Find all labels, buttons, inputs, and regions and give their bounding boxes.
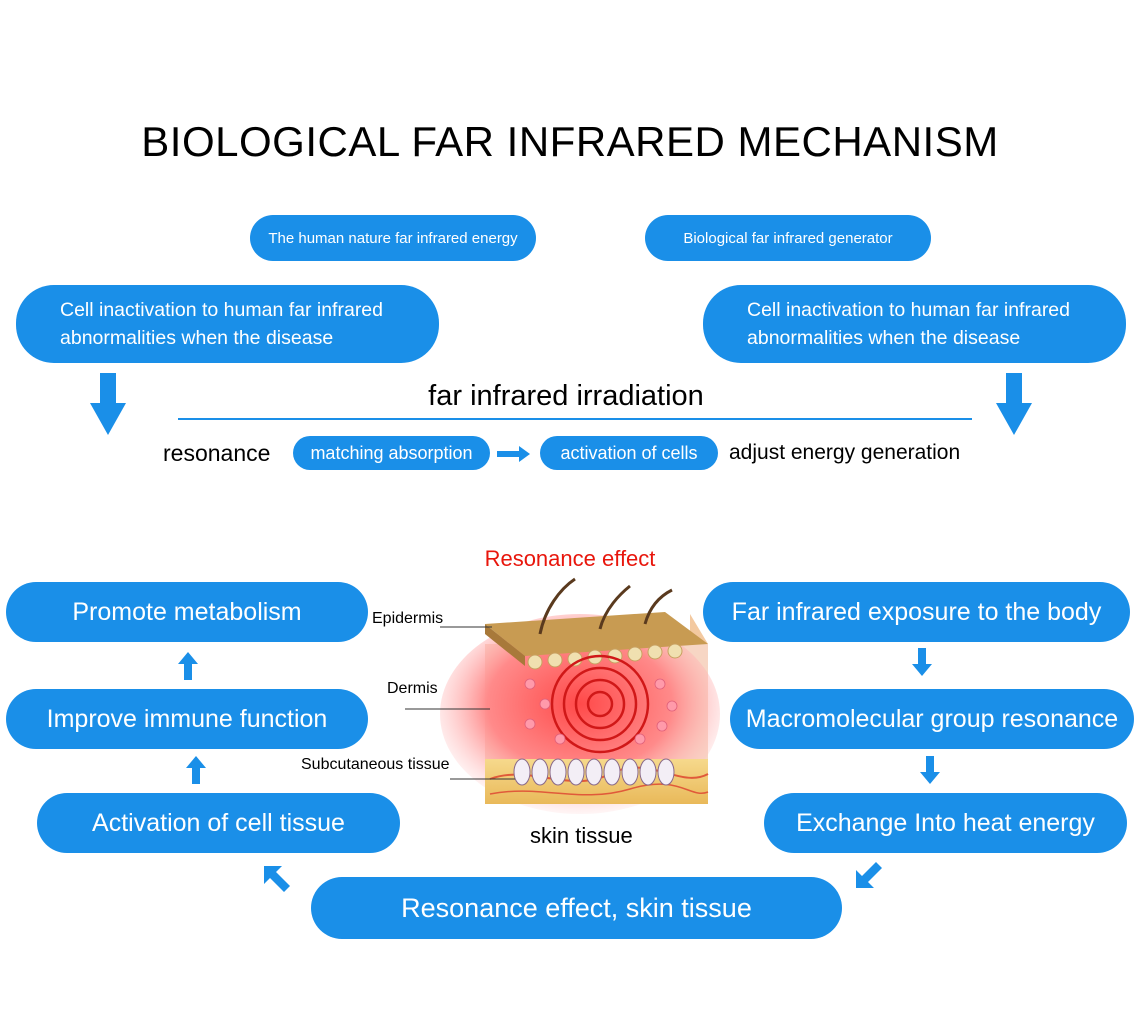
down-arrow-icon: [920, 756, 940, 784]
skin-tissue-caption: skin tissue: [530, 823, 633, 848]
diagonal-down-left-arrow-icon: [856, 862, 882, 888]
activation-cells-pill: activation of cells: [540, 436, 718, 470]
diagonal-up-left-arrow-icon: [264, 866, 290, 892]
right-down-arrow-icon: [996, 373, 1032, 435]
dermis-label: Dermis: [387, 680, 438, 697]
activation-cell-tissue-node: Activation of cell tissue: [37, 793, 400, 853]
promote-metabolism-node: Promote metabolism: [6, 582, 368, 642]
adjust-energy-label: adjust energy generation: [729, 441, 961, 464]
far-infrared-exposure-node: Far infrared exposure to the body: [703, 582, 1130, 642]
left-cell-inactivation-box: Cell inactivation to human far infrared …: [16, 285, 439, 363]
improve-immune-node: Improve immune function: [6, 689, 368, 749]
source-generator: Biological far infrared generator: [645, 215, 931, 261]
right-cell-inactivation-box: Cell inactivation to human far infrared …: [703, 285, 1126, 363]
right-box-line-2: abnormalities when the disease: [747, 327, 1021, 349]
right-box-line-1: Cell inactivation to human far infrared: [747, 299, 1070, 321]
subcutaneous-label: Subcutaneous tissue: [301, 756, 450, 773]
macromolecular-resonance-node: Macromolecular group resonance: [730, 689, 1134, 749]
resonance-effect-heading: Resonance effect: [484, 546, 656, 571]
up-arrow-icon: [186, 756, 206, 784]
left-box-line-2: abnormalities when the disease: [60, 327, 334, 349]
down-arrow-icon: [912, 648, 932, 676]
left-down-arrow-icon: [90, 373, 126, 435]
irradiation-label: far infrared irradiation: [428, 380, 704, 412]
skin-tissue-illustration: [405, 577, 720, 814]
irradiation-line: [178, 418, 972, 420]
epidermis-label: Epidermis: [372, 610, 444, 627]
matching-absorption-pill: matching absorption: [293, 436, 490, 470]
exchange-heat-energy-node: Exchange Into heat energy: [764, 793, 1127, 853]
resonance-skin-tissue-node: Resonance effect, skin tissue: [311, 877, 842, 939]
source-human-energy: The human nature far infrared energy: [250, 215, 536, 261]
resonance-label: resonance: [163, 440, 271, 466]
left-box-line-1: Cell inactivation to human far infrared: [60, 299, 383, 321]
right-arrow-icon: [497, 446, 530, 462]
up-arrow-icon: [178, 652, 198, 680]
diagram-title: BIOLOGICAL FAR INFRARED MECHANISM: [141, 118, 999, 165]
